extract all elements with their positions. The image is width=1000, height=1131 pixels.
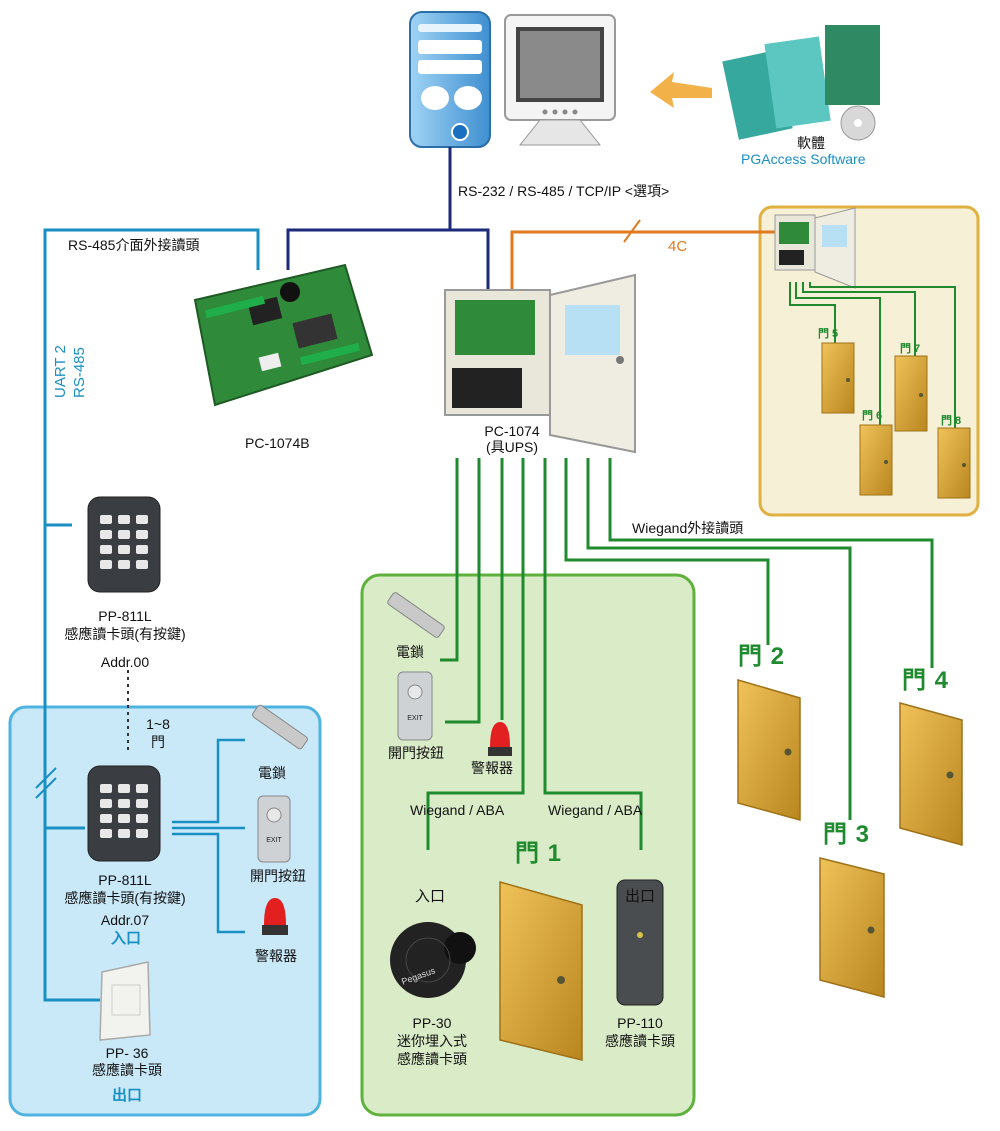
expansion-controller — [774, 207, 856, 289]
pp30-desc-1: 迷你埋入式 — [397, 1033, 467, 1049]
pp36-model: PP- 36 — [105, 1045, 149, 1061]
door1-alarm-icon — [488, 722, 512, 756]
pp36-reader — [99, 961, 151, 1041]
wiegand-left-label: Wiegand / ABA — [410, 802, 505, 818]
wiegand-right-label: Wiegand / ABA — [548, 802, 643, 818]
software-label: 軟體 — [797, 135, 825, 151]
bus-slash-mark-2 — [35, 767, 57, 789]
rs485-title: RS-485介面外接讀頭 — [68, 237, 200, 253]
software-arrow-icon — [650, 72, 712, 108]
pp36-desc: 感應讀卡頭 — [92, 1062, 162, 1078]
doors-range-1: 1~8 — [146, 716, 170, 732]
pp30-desc-2: 感應讀卡頭 — [397, 1051, 467, 1067]
door-7-label: 門 7 — [900, 343, 921, 355]
pp811l-bottom-reader — [87, 765, 161, 862]
left-lock-label: 電鎖 — [258, 765, 286, 781]
door-3 — [819, 857, 885, 998]
rs485-bus-line — [43, 228, 260, 1002]
door1-exit-button-icon: EXIT — [397, 671, 433, 741]
pp811l-top-desc: 感應讀卡頭(有按鍵) — [64, 626, 186, 642]
wiegand-ext-label: Wiegand外接讀頭 — [632, 520, 744, 536]
door-7 — [894, 355, 928, 432]
door1-exit-button-label: 開門按鈕 — [388, 745, 444, 761]
door-1-label: 門 1 — [515, 840, 563, 867]
door-6-label: 門 6 — [862, 410, 883, 422]
comm-link-label: RS-232 / RS-485 / TCP/IP <選項> — [458, 183, 670, 199]
door-2 — [737, 679, 801, 821]
svg-text:EXIT: EXIT — [266, 837, 282, 844]
door-8 — [937, 427, 971, 499]
svg-text:EXIT: EXIT — [407, 715, 423, 722]
uart-label-1: UART 2 — [52, 345, 69, 398]
pp110-model: PP-110 — [617, 1015, 663, 1031]
software-en-label: PGAccess Software — [741, 151, 866, 167]
left-lock-icon — [252, 704, 308, 750]
bus-slash-mark — [35, 777, 57, 799]
pc1074-cabinet — [444, 273, 636, 454]
pp811l-top-addr: Addr.00 — [100, 654, 150, 670]
left-relay-wires — [172, 738, 245, 934]
door-2-label: 門 2 — [738, 643, 786, 670]
door1-lock-label: 電鎖 — [396, 644, 424, 660]
pp30-model: PP-30 — [412, 1015, 452, 1031]
pp811l-top-model: PP-811L — [98, 608, 152, 624]
pp110-desc: 感應讀卡頭 — [605, 1033, 675, 1049]
pp811l-bottom-desc: 感應讀卡頭(有按鍵) — [64, 890, 186, 906]
door1-entrance-label: 入口 — [414, 888, 446, 905]
pc1074b-board — [193, 263, 374, 407]
door-8-label: 門 8 — [941, 415, 962, 427]
door1-exit-label: 出口 — [624, 888, 656, 905]
door-4 — [899, 702, 963, 846]
door-4-label: 門 4 — [902, 667, 950, 694]
uart-label-2: RS-485 — [71, 347, 88, 398]
pc-tower-icon — [409, 11, 491, 148]
link-4c-slash — [623, 219, 641, 243]
left-exit-label: 出口 — [111, 1087, 143, 1104]
pc1074b-label: PC-1074B — [245, 435, 310, 451]
monitor-icon — [504, 14, 616, 146]
pc1074-note-label: (具UPS) — [485, 439, 539, 455]
door-5 — [821, 342, 855, 414]
software-box-icon — [722, 25, 880, 141]
door-1 — [499, 881, 583, 1061]
expansion-wires — [789, 282, 956, 428]
pc1074-model-label: PC-1074 — [484, 423, 540, 439]
left-entrance-label: 入口 — [110, 930, 142, 947]
left-alarm-icon — [262, 898, 288, 935]
pp110-reader — [616, 879, 664, 1006]
pp811l-top-reader — [87, 496, 161, 593]
door-6 — [859, 424, 893, 496]
pp30-reader — [390, 922, 476, 998]
door1-lock-icon — [387, 592, 445, 638]
door-3-label: 門 3 — [823, 821, 871, 848]
pp811l-bottom-model: PP-811L — [98, 872, 152, 888]
pp811l-bottom-addr: Addr.07 — [100, 912, 150, 928]
left-exit-button-label: 開門按鈕 — [250, 868, 306, 884]
door1-alarm-label: 警報器 — [471, 760, 513, 776]
link-4c-line — [510, 230, 776, 290]
door-wires — [426, 458, 934, 850]
door-5-label: 門 5 — [818, 328, 839, 340]
link-4c-label: 4C — [668, 238, 688, 255]
doors-range-2: 門 — [151, 734, 165, 750]
left-alarm-label: 警報器 — [255, 948, 297, 964]
comm-line — [286, 147, 490, 290]
left-exit-button-icon: EXIT — [257, 795, 291, 863]
yellow-expansion-box — [758, 205, 980, 517]
